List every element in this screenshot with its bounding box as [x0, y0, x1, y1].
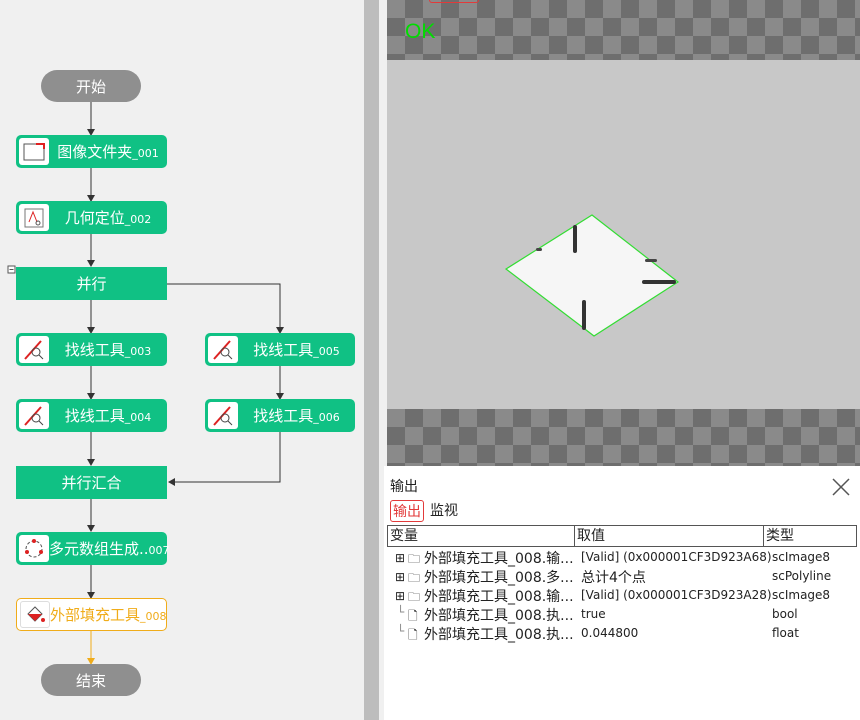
cell-variable: 外部填充工具_008.输...: [424, 551, 574, 567]
node-suffix: _003: [124, 345, 152, 358]
column-header-variable[interactable]: 变量: [388, 526, 575, 546]
cell-variable: 外部填充工具_008.输...: [424, 589, 574, 605]
cell-type: scImage8: [772, 588, 831, 602]
column-header-value[interactable]: 取值: [575, 526, 764, 546]
transparent-region-top: [387, 0, 860, 60]
table-header: 变量 取值 类型: [387, 525, 857, 547]
cell-variable: 外部填充工具_008.执...: [424, 627, 574, 643]
node-multi-array-007[interactable]: 多元数组生成..007: [16, 532, 170, 565]
node-image-folder-001[interactable]: 图像文件夹_001: [16, 135, 167, 168]
table-row[interactable]: ⊞ 🗀 外部填充工具_008.多... 总计4个点 scPolyline: [387, 567, 857, 586]
parallel-label: 并行: [76, 275, 107, 293]
node-suffix: _001: [132, 147, 159, 160]
node-find-line-006[interactable]: 找线工具_006: [205, 399, 355, 432]
expand-icon[interactable]: ⊞: [395, 589, 406, 603]
tab-monitor[interactable]: 监视: [430, 503, 458, 519]
tab-output[interactable]: 输出: [390, 500, 424, 522]
flow-connectors: [7, 101, 284, 665]
node-label: 外部填充工具: [50, 606, 141, 624]
parallel-node[interactable]: 并行: [16, 267, 167, 300]
node-suffix: _008: [140, 610, 167, 623]
end-label: 结束: [75, 671, 106, 690]
node-external-fill-008[interactable]: 外部填充工具_008: [16, 598, 167, 631]
find-line-icon: [208, 402, 238, 429]
node-label: 几何定位: [64, 209, 125, 227]
item-icon: 🗀: [408, 590, 421, 604]
find-line-icon: [208, 336, 238, 363]
item-icon: 🗋: [408, 628, 418, 642]
cell-type: scImage8: [772, 550, 831, 564]
node-geometric-locate-002[interactable]: 几何定位_002: [16, 201, 167, 234]
item-icon: 🗋: [408, 609, 418, 623]
find-line-icon: [19, 336, 49, 363]
node-suffix: _006: [313, 411, 340, 424]
start-node[interactable]: 开始: [41, 70, 141, 102]
cell-variable: 外部填充工具_008.多...: [424, 570, 574, 586]
cell-type: scPolyline: [772, 569, 832, 583]
cell-value: true: [581, 607, 606, 621]
cell-value: 总计4个点: [581, 570, 646, 586]
flow-canvas[interactable]: 开始 图像文件夹_001 几何定位_002 并行 找线工具_003 找线工具_0…: [0, 0, 364, 720]
expand-icon[interactable]: ⊞: [395, 570, 406, 584]
node-label: 多元数组生成..: [49, 540, 149, 558]
cell-value: [Valid] (0x000001CF3D923A28): [581, 588, 772, 602]
result-overlay: [504, 214, 680, 337]
ok-status-text: OK: [405, 20, 436, 43]
node-suffix: _005: [313, 345, 340, 358]
tree-line: └: [397, 624, 405, 638]
cell-value: [Valid] (0x000001CF3D923A68): [581, 550, 772, 564]
node-find-line-005[interactable]: 找线工具_005: [205, 333, 355, 366]
table-row[interactable]: └ 🗋 外部填充工具_008.执... 0.044800 float: [387, 624, 857, 643]
node-label: 找线工具: [64, 341, 125, 359]
cell-type: bool: [772, 607, 798, 621]
output-tabs: 输出 监视: [390, 500, 460, 522]
column-header-type[interactable]: 类型: [766, 528, 794, 544]
node-label: 图像文件夹: [57, 143, 133, 161]
node-label: 找线工具: [253, 341, 314, 359]
output-panel-title: 输出: [390, 479, 418, 495]
parallel-join-label: 并行汇合: [61, 474, 122, 492]
close-icon[interactable]: [832, 478, 850, 496]
node-label: 找线工具: [253, 407, 314, 425]
cell-value: 0.044800: [581, 626, 639, 640]
tree-line: └: [397, 605, 405, 619]
expand-icon[interactable]: ⊞: [395, 551, 406, 565]
table-row[interactable]: ⊞ 🗀 外部填充工具_008.输... [Valid] (0x000001CF3…: [387, 548, 857, 567]
cell-type: float: [772, 626, 799, 640]
paint-bucket-icon: [20, 601, 50, 628]
output-panel: 输出 输出 监视 变量 取值 类型 ⊞ 🗀 外部填充工具_008.输... [V…: [384, 466, 860, 720]
vertical-scrollbar[interactable]: [364, 0, 379, 720]
node-find-line-003[interactable]: 找线工具_003: [16, 333, 167, 366]
item-icon: 🗀: [408, 571, 421, 585]
node-suffix: 007: [148, 544, 170, 557]
multi-array-icon: [19, 535, 49, 562]
item-icon: 🗀: [408, 552, 421, 566]
variable-table: ⊞ 🗀 外部填充工具_008.输... [Valid] (0x000001CF3…: [387, 548, 857, 643]
start-label: 开始: [75, 77, 106, 96]
geometric-locate-icon: [19, 204, 49, 231]
end-node[interactable]: 结束: [41, 664, 141, 696]
table-row[interactable]: └ 🗋 外部填充工具_008.执... true bool: [387, 605, 857, 624]
node-label: 找线工具: [64, 407, 125, 425]
transparent-region-bottom: [387, 409, 860, 466]
cell-variable: 外部填充工具_008.执...: [424, 608, 574, 624]
table-row[interactable]: ⊞ 🗀 外部填充工具_008.输... [Valid] (0x000001CF3…: [387, 586, 857, 605]
viewer-top-marker: [429, 0, 479, 3]
image-viewer[interactable]: OK: [387, 0, 860, 466]
parallel-join-node[interactable]: 并行汇合: [16, 466, 167, 499]
node-suffix: _002: [124, 213, 152, 226]
node-find-line-004[interactable]: 找线工具_004: [16, 399, 167, 432]
find-line-icon: [19, 402, 49, 429]
folder-icon: [19, 138, 49, 165]
node-suffix: _004: [124, 411, 152, 424]
